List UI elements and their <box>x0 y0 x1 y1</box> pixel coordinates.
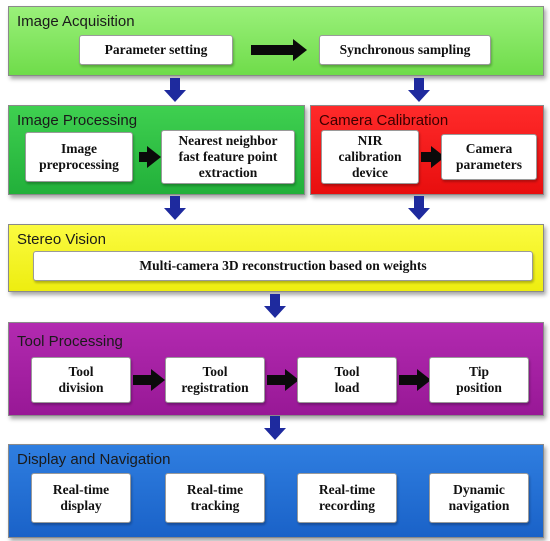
dynamic-navigation-box: Dynamic navigation <box>429 473 529 523</box>
stereo-vision-title: Stereo Vision <box>17 231 106 248</box>
nearest-neighbor-box: Nearest neighbor fast feature point extr… <box>161 130 295 184</box>
realtime-recording-box: Real-time recording <box>297 473 397 523</box>
synchronous-sampling-box: Synchronous sampling <box>319 35 491 65</box>
image-preprocessing-box: Image preprocessing <box>25 132 133 182</box>
down-arrow-to-calibration <box>408 78 430 102</box>
tool-processing-title: Tool Processing <box>17 333 123 350</box>
image-acquisition-title: Image Acquisition <box>17 13 135 30</box>
realtime-display-box: Real-time display <box>31 473 131 523</box>
tool-arrow-2 <box>267 369 299 391</box>
realtime-tracking-box: Real-time tracking <box>165 473 265 523</box>
image-processing-panel: Image Processing Image preprocessing Nea… <box>8 105 305 195</box>
tool-division-box: Tool division <box>31 357 131 403</box>
tool-arrow-3 <box>399 369 431 391</box>
tool-arrow-1 <box>133 369 165 391</box>
camera-calibration-panel: Camera Calibration NIR calibration devic… <box>310 105 544 195</box>
processing-right-arrow <box>139 146 161 168</box>
stereo-vision-panel: Stereo Vision Multi-camera 3D reconstruc… <box>8 224 544 292</box>
down-arrow-to-display <box>264 416 286 440</box>
tool-load-box: Tool load <box>297 357 397 403</box>
display-navigation-panel: Display and Navigation Real-time display… <box>8 444 544 538</box>
tip-position-box: Tip position <box>429 357 529 403</box>
down-arrow-to-processing <box>164 78 186 102</box>
tool-registration-box: Tool registration <box>165 357 265 403</box>
down-arrow-to-tool <box>264 294 286 318</box>
display-navigation-title: Display and Navigation <box>17 451 171 468</box>
image-processing-title: Image Processing <box>17 112 138 129</box>
image-acquisition-panel: Image Acquisition Parameter setting Sync… <box>8 6 544 76</box>
acquisition-right-arrow <box>251 39 307 61</box>
multi-camera-reconstruction-box: Multi-camera 3D reconstruction based on … <box>33 251 533 281</box>
down-arrow-to-stereo-right <box>408 196 430 220</box>
tool-processing-panel: Tool Processing Tool division Tool regis… <box>8 322 544 416</box>
parameter-setting-box: Parameter setting <box>79 35 233 65</box>
camera-parameters-box: Camera parameters <box>441 134 537 180</box>
down-arrow-to-stereo-left <box>164 196 186 220</box>
camera-calibration-title: Camera Calibration <box>319 112 449 129</box>
nir-calibration-box: NIR calibration device <box>321 130 419 184</box>
